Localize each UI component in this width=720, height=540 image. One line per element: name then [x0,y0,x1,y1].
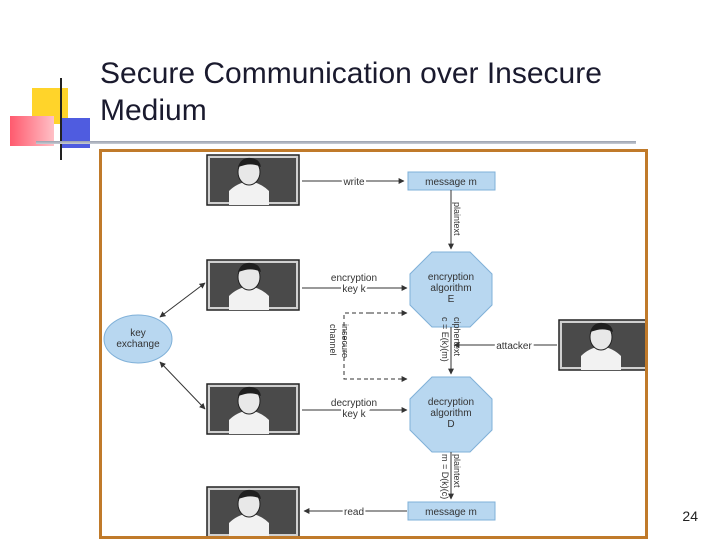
ciphertext-label-2: c = E(k)(m) [440,317,450,362]
encryption-label-3: E [448,294,455,305]
insecure-channel-label-1: insecure [340,324,350,358]
insecure-channel-path [343,312,370,380]
decryption-key-label-2: key k [342,409,366,420]
person-decryptor-icon [206,383,300,435]
slide-number: 24 [682,508,698,524]
message-bottom-label: message m [425,507,477,518]
ciphertext-label-1: ciphertext [452,317,462,357]
decryption-label-3: D [447,419,454,430]
encryption-label-2: algorithm [430,283,471,294]
title-divider [36,141,636,144]
person-encryptor-icon [206,259,300,311]
slide-title: Secure Communication over Insecure Mediu… [100,55,700,129]
plaintext-bottom-label-1: plaintext [452,454,462,488]
diagram-frame: message m message m encryption algorithm… [99,149,648,539]
deco-vertical-line [60,78,62,160]
plaintext-bottom-label-2: m = D(k)(c) [440,454,450,499]
slide-title-line2: Medium [100,94,207,127]
slide-title-line1: Secure Communication over Insecure [100,57,602,90]
key-exchange-to-decryptor [159,361,206,410]
decryption-key-label-1: decryption [331,398,377,409]
person-writer-icon [206,154,300,206]
encryption-key-label-2: key k [342,284,366,295]
decryption-label-2: algorithm [430,408,471,419]
key-exchange-label-1: key [130,328,146,339]
person-reader-icon [206,486,300,536]
key-exchange-node [103,314,173,364]
write-label: write [342,177,365,188]
encryption-algorithm-node [409,251,493,328]
attacker-label: attacker [496,341,532,352]
encryption-key-label-1: encryption [331,273,377,284]
key-exchange-to-encryptor [159,282,206,318]
decryption-algorithm-node [409,376,493,453]
decryption-label-1: decryption [428,397,474,408]
read-label: read [344,507,364,518]
plaintext-top-label: plaintext [452,202,462,236]
insecure-channel-label-2: channel [328,324,338,356]
person-attacker-icon [558,319,645,371]
key-exchange-label-2: exchange [116,339,160,350]
message-bottom-node [407,501,496,521]
encryption-label-1: encryption [428,272,474,283]
message-top-label: message m [425,177,477,188]
diagram: message m message m encryption algorithm… [103,154,645,536]
